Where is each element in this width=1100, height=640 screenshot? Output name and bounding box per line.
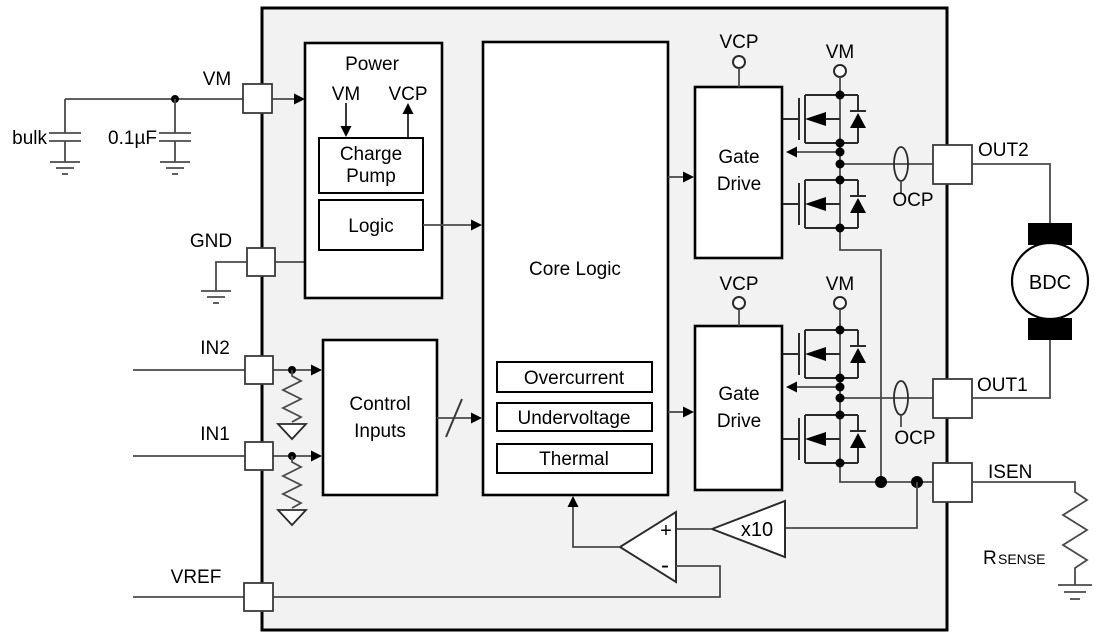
out2-external-wire bbox=[972, 163, 1051, 223]
gate-drive-top-label-line2: Drive bbox=[717, 174, 761, 195]
motor-brush-top bbox=[1028, 223, 1072, 245]
vref-internal-wire bbox=[273, 565, 721, 598]
overcurrent-box bbox=[496, 361, 653, 393]
pin-label-out1: OUT1 bbox=[977, 375, 1028, 396]
gain-label: x10 bbox=[741, 519, 773, 541]
vm-top-label: VM bbox=[826, 42, 855, 63]
charge-pump-label-line1: Charge bbox=[340, 144, 402, 165]
junction-dots bbox=[835, 90, 923, 488]
ground-icon bbox=[201, 290, 231, 304]
bulk-capacitor bbox=[49, 99, 81, 175]
comparator-to-core-wire bbox=[572, 507, 620, 548]
ground-icon bbox=[1058, 584, 1092, 600]
pin-in2 bbox=[244, 355, 274, 385]
arrow-right-icon bbox=[294, 93, 305, 105]
gate-drive-top-label-line1: Gate bbox=[718, 147, 759, 168]
comparator-icon bbox=[618, 510, 677, 584]
pin-label-isen: ISEN bbox=[988, 462, 1032, 483]
vm-terminal-top bbox=[833, 64, 847, 95]
pin-vref bbox=[243, 582, 274, 612]
comparator-minus-label: - bbox=[661, 552, 669, 579]
power-vcp-label: VCP bbox=[388, 84, 427, 105]
bdc-motor bbox=[1010, 223, 1090, 340]
pin-label-vm: VM bbox=[203, 69, 232, 90]
thermal-label: Thermal bbox=[539, 449, 609, 470]
sense-resistor-sub-label: SENSE bbox=[998, 551, 1045, 567]
ground-icon bbox=[160, 161, 190, 175]
vcp-bottom-label: VCP bbox=[719, 274, 758, 295]
top-bridge-rail bbox=[839, 95, 882, 482]
ocp-top-label: OCP bbox=[892, 190, 933, 211]
power-block bbox=[303, 41, 444, 300]
core-logic-title: Core Logic bbox=[529, 259, 621, 280]
pin-gnd bbox=[246, 247, 276, 277]
gate-drive-top-block bbox=[693, 85, 784, 260]
sense-resistor-label: R bbox=[983, 548, 997, 569]
bus-slash-icon bbox=[445, 398, 463, 438]
arrow-down-icon bbox=[340, 126, 352, 137]
ground-icon bbox=[50, 161, 80, 175]
in1-pulldown bbox=[273, 450, 322, 527]
sense-resistor bbox=[972, 481, 1092, 600]
motor-brush-bottom bbox=[1028, 318, 1072, 340]
pin-label-in1: IN1 bbox=[200, 424, 230, 445]
overcurrent-label: Overcurrent bbox=[524, 368, 625, 389]
control-inputs-label-line2: Inputs bbox=[354, 421, 406, 442]
gate-drive-bottom-label-line1: Gate bbox=[718, 384, 759, 405]
pin-vm bbox=[242, 83, 273, 114]
pin-isen bbox=[932, 462, 973, 503]
power-vm-label: VM bbox=[332, 84, 361, 105]
vm-bottom-label: VM bbox=[826, 274, 855, 295]
ocp-sensor-top bbox=[893, 146, 909, 193]
arrow-right-icon bbox=[311, 364, 322, 376]
comparator-plus-label: + bbox=[660, 520, 672, 542]
motor-body bbox=[1010, 241, 1090, 321]
pin-in1 bbox=[244, 441, 274, 471]
ocp-sensor-bottom bbox=[893, 380, 909, 427]
arrow-up-icon bbox=[402, 103, 414, 114]
arrow-left-icon bbox=[786, 381, 797, 393]
pin-out2 bbox=[932, 144, 973, 185]
power-title: Power bbox=[345, 54, 400, 75]
vcp-terminal-top bbox=[732, 55, 746, 87]
arrow-right-icon bbox=[471, 412, 482, 424]
charge-pump-label-line2: Pump bbox=[346, 166, 396, 187]
motor-label: BDC bbox=[1029, 272, 1071, 294]
thermal-box bbox=[496, 443, 653, 474]
arrow-right-icon bbox=[683, 406, 694, 418]
charge-pump-box bbox=[318, 137, 424, 194]
arrow-right-icon bbox=[683, 171, 694, 183]
gain-amp-icon bbox=[709, 499, 786, 559]
bulk-cap-label: bulk bbox=[12, 128, 47, 149]
bypass-capacitor bbox=[159, 99, 191, 175]
arrow-up-icon bbox=[567, 496, 579, 507]
ground-triangle-icon bbox=[275, 423, 309, 441]
vm-supply-network bbox=[49, 95, 243, 175]
vcp-terminal-bottom bbox=[732, 296, 746, 326]
undervoltage-label: Undervoltage bbox=[517, 408, 630, 429]
pin-label-gnd: GND bbox=[190, 231, 232, 252]
arrow-right-icon bbox=[471, 219, 482, 231]
gate-drive-bottom-label-line2: Drive bbox=[717, 411, 761, 432]
undervoltage-box bbox=[496, 402, 653, 432]
ground-triangle-icon bbox=[275, 509, 309, 527]
arrow-right-icon bbox=[311, 450, 322, 462]
control-inputs-block bbox=[321, 338, 439, 497]
pin-label-out2: OUT2 bbox=[978, 140, 1029, 161]
bypass-cap-label: 0.1µF bbox=[108, 128, 157, 149]
out1-external-wire bbox=[972, 340, 1051, 399]
vcp-top-label: VCP bbox=[719, 32, 758, 53]
core-logic-block bbox=[481, 40, 670, 497]
gate-drive-bottom-block bbox=[693, 324, 784, 492]
pin-label-vref: VREF bbox=[171, 567, 222, 588]
in2-pulldown bbox=[273, 364, 322, 441]
pin-out1 bbox=[932, 378, 973, 419]
ocp-bottom-label: OCP bbox=[894, 428, 935, 449]
arrow-left-icon bbox=[786, 146, 797, 158]
control-inputs-label-line1: Control bbox=[349, 394, 410, 415]
logic-label: Logic bbox=[348, 216, 393, 237]
pin-label-in2: IN2 bbox=[200, 338, 230, 359]
isen-sense-wire bbox=[785, 482, 918, 529]
